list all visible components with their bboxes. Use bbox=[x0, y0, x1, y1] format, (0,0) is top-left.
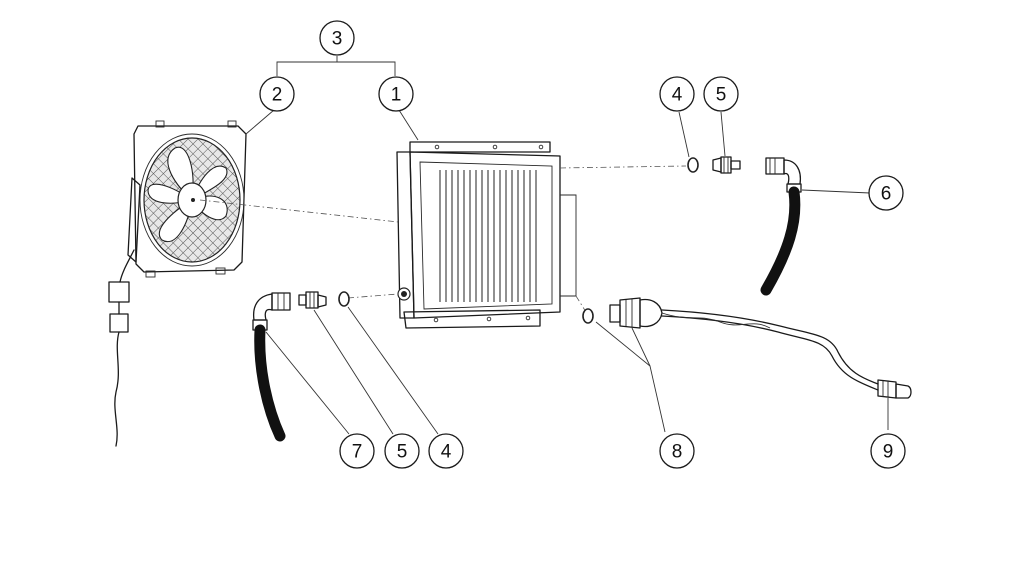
top-adapter-fitting bbox=[712, 156, 741, 174]
svg-text:8: 8 bbox=[672, 442, 683, 463]
right-port-axis-line bbox=[575, 295, 587, 313]
bottom-port-axis-line bbox=[347, 293, 399, 299]
electric-fan bbox=[108, 120, 247, 447]
bottom-hose bbox=[252, 292, 291, 442]
top-port-axis-line bbox=[559, 165, 687, 169]
svg-text:9: 9 bbox=[883, 442, 894, 463]
sensor-o-ring bbox=[582, 308, 594, 324]
bottom-o-ring bbox=[338, 291, 350, 307]
top-hose bbox=[760, 157, 802, 296]
svg-text:3: 3 bbox=[332, 29, 343, 50]
callout-4-bottom: 4 bbox=[428, 433, 464, 469]
svg-text:4: 4 bbox=[441, 442, 452, 463]
callout-2: 2 bbox=[259, 76, 295, 112]
callout-5-top: 5 bbox=[703, 76, 739, 112]
svg-text:2: 2 bbox=[272, 85, 283, 106]
svg-text:6: 6 bbox=[881, 184, 892, 205]
top-o-ring bbox=[687, 157, 699, 173]
sensor-connector bbox=[877, 379, 912, 399]
oil-cooler-radiator bbox=[396, 141, 577, 329]
callout-4-top: 4 bbox=[659, 76, 695, 112]
svg-text:4: 4 bbox=[672, 85, 683, 106]
svg-text:1: 1 bbox=[391, 85, 402, 106]
fan-axis-line bbox=[199, 199, 399, 223]
svg-text:5: 5 bbox=[397, 442, 408, 463]
callout-6: 6 bbox=[868, 175, 904, 211]
callout-1: 1 bbox=[378, 76, 414, 112]
callout-8: 8 bbox=[659, 433, 695, 469]
cooler-fins bbox=[439, 170, 537, 302]
bottom-adapter-fitting bbox=[298, 291, 327, 309]
svg-text:5: 5 bbox=[716, 85, 727, 106]
leader-lines bbox=[245, 56, 889, 435]
callout-9: 9 bbox=[870, 433, 906, 469]
callout-7: 7 bbox=[339, 433, 375, 469]
callout-5-bottom: 5 bbox=[384, 433, 420, 469]
temperature-switch bbox=[609, 297, 879, 391]
callout-3: 3 bbox=[319, 20, 355, 56]
svg-text:7: 7 bbox=[352, 442, 363, 463]
